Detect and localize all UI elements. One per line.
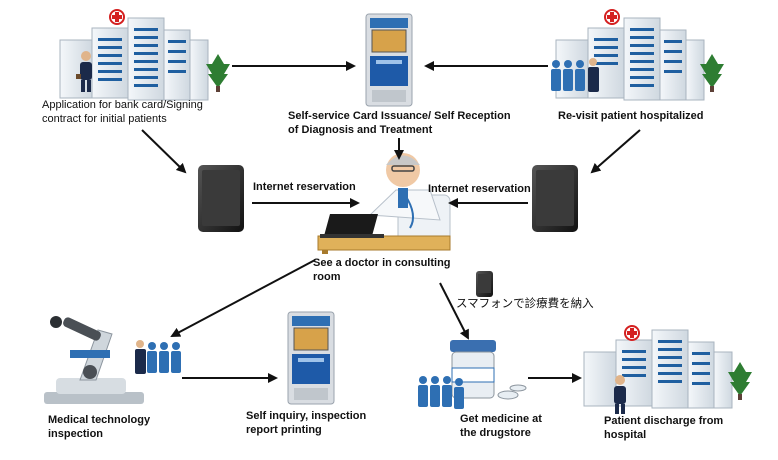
edge-label-internet-left: Internet reservation [253,181,356,193]
arrow-initial-to-phone [141,129,187,174]
node-label-discharge: Patient discharge from hospital [604,415,724,441]
node-label-initial-patients: Application for bank card/Signing contra… [42,99,203,125]
patient-group-icon [135,340,181,374]
arrow-doctor-to-lab [170,259,316,337]
patient-group-icon [551,58,599,92]
node-label-report: Self inquiry, inspection report printing [246,410,367,436]
smartphone-icon [198,165,244,232]
node-label-smartphone-pay: スマフォンで診療費を納入 [456,298,594,310]
report-printing-kiosk-icon [287,311,335,405]
arrow-doctor-to-drugstore [439,282,469,340]
node-label-lab: Medical technology inspection [48,414,151,440]
edge-label-internet-right: Internet reservation [428,183,531,195]
node-label-consulting: See a doctor in consulting room [313,257,451,283]
smartphone-icon [532,165,578,232]
microscope-icon [44,316,144,404]
hospital-building-icon [59,9,230,101]
medicine-bottle-icon [450,340,527,400]
smartphone-pay-icon [476,271,493,297]
self-service-kiosk-icon [365,13,413,107]
patient-figure-icon [614,375,626,414]
node-label-revisit: Re-visit patient hospitalized [558,110,704,122]
doctor-consulting-icon [317,153,451,254]
hospital-building-icon [583,325,752,409]
node-label-drugstore: Get medicine at the drugstore [460,413,542,439]
node-label-kiosk-top: Self-service Card Issuance/ Self Recepti… [288,110,511,136]
arrow-revisit-to-phone [590,129,641,174]
patient-group-icon [418,376,464,409]
patient-figure-icon [76,51,92,92]
flow-arrows [141,61,641,383]
